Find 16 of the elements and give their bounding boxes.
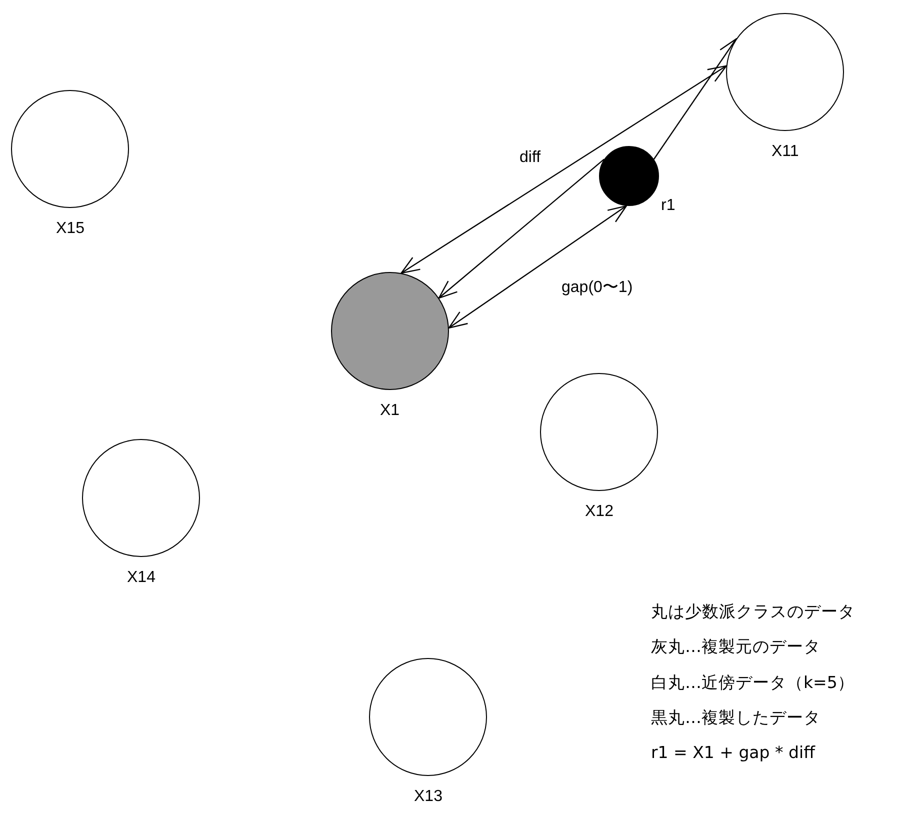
point-label: X14 [127,569,156,587]
note-text: 白丸…近傍データ（k=5） [651,672,854,694]
note-text: r1 = X1 + gap * diff [651,743,815,762]
note-text: 丸は少数派クラスのデータ [651,601,855,623]
point-label: X11 [772,143,799,161]
note-text: 灰丸…複製元のデータ [651,636,820,658]
point-label: X15 [56,220,84,238]
arrow [438,158,605,299]
point-label: X12 [585,503,614,521]
note-text: 黒丸…複製したデータ [651,707,820,729]
arrow [400,65,727,274]
point-label: X13 [414,788,442,806]
arrow [448,205,627,328]
point-label: X1 [380,402,400,420]
point-label: r1 [661,197,676,215]
arrow [653,38,737,160]
